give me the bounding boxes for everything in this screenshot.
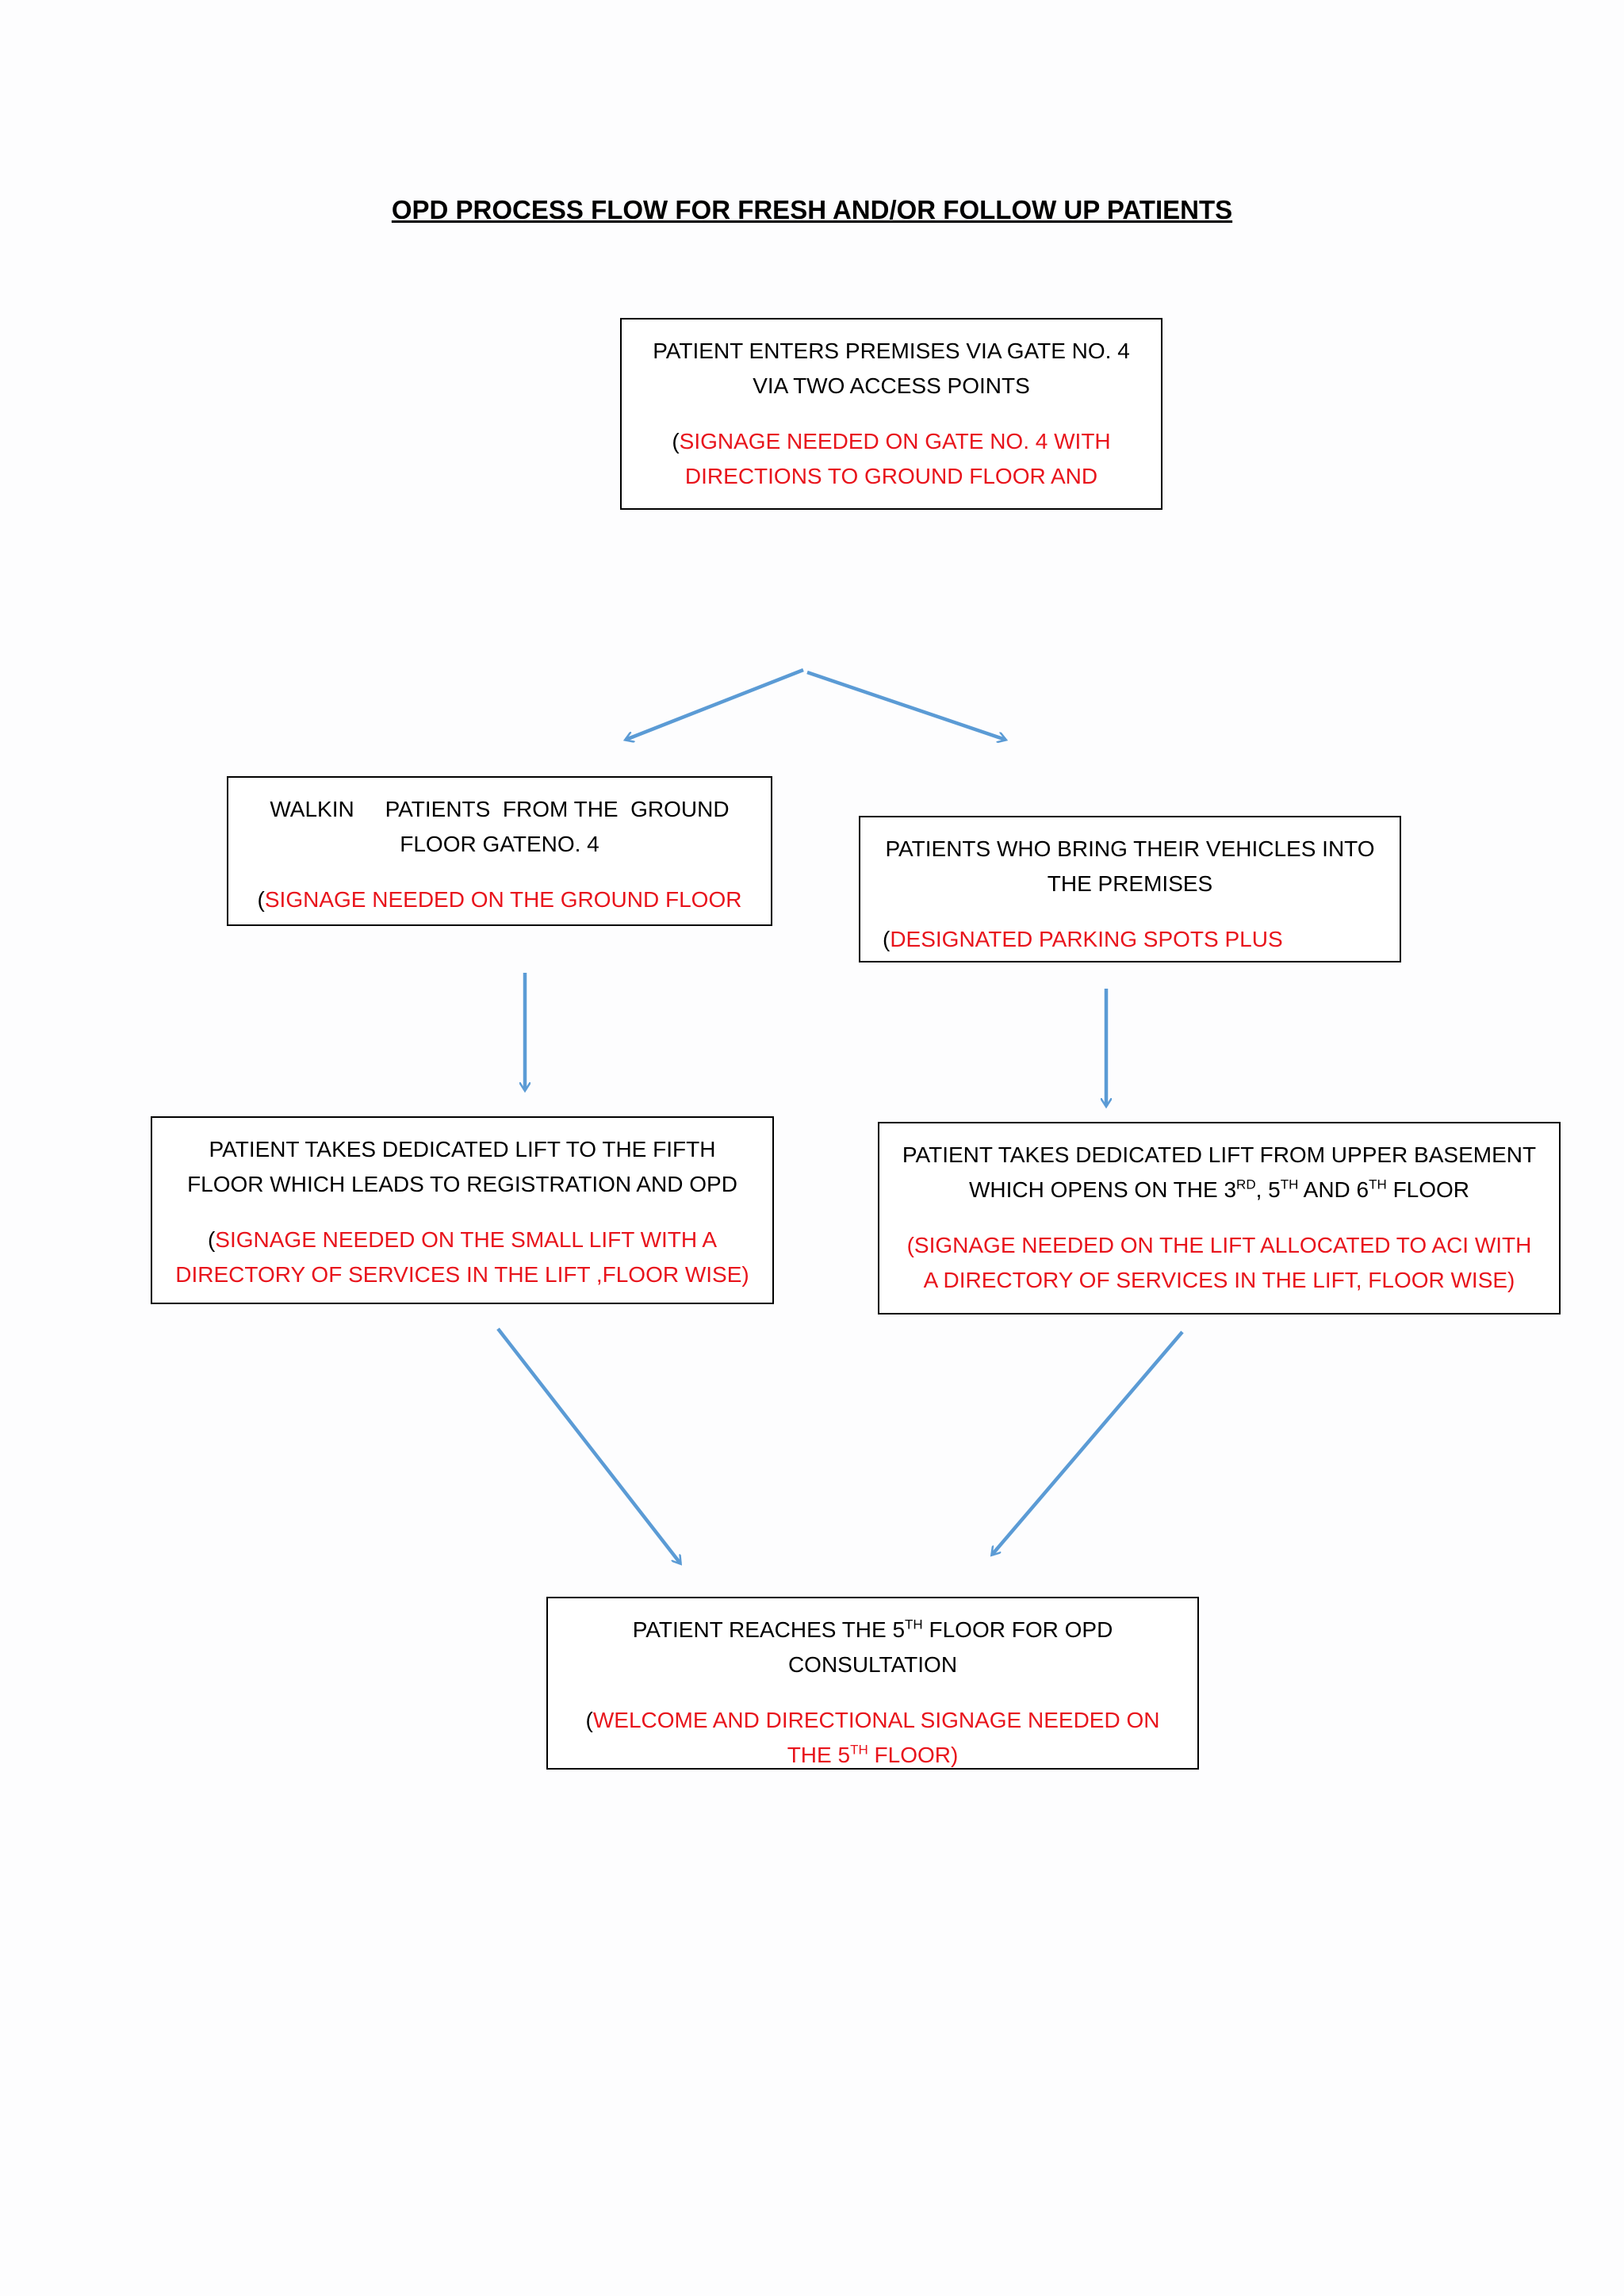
text-part: FLOOR FOR OPD: [922, 1617, 1113, 1642]
signage-note: SIGNAGE NEEDED ON GATE NO. 4 WITH: [679, 429, 1111, 453]
arrow-to-vehicles: [806, 670, 1005, 740]
box-text: PATIENT REACHES THE 5TH FLOOR FOR OPD: [548, 1613, 1197, 1647]
page-title: OPD PROCESS FLOW FOR FRESH AND/OR FOLLOW…: [391, 195, 1233, 224]
box-text: PATIENTS WHO BRING THEIR VEHICLES INTO: [885, 836, 1375, 861]
box-lift-basement: PATIENT TAKES DEDICATED LIFT FROM UPPER …: [878, 1122, 1561, 1314]
signage-note: DESIGNATED PARKING SPOTS PLUS: [890, 927, 1283, 951]
box-text: PATIENT TAKES DEDICATED LIFT TO THE FIFT…: [209, 1137, 716, 1161]
arrow-lift-basement-to-opd: [992, 1330, 1184, 1555]
box-text: WHICH OPENS ON THE 3RD, 5TH AND 6TH FLOO…: [879, 1173, 1559, 1207]
note-paren: (: [207, 1227, 216, 1252]
note-paren: (: [883, 927, 891, 951]
arrow-lift-fifth-to-opd: [496, 1327, 680, 1563]
box-text: VIA TWO ACCESS POINTS: [753, 373, 1030, 398]
text-part: AND 6: [1298, 1177, 1369, 1202]
arrow-to-walkin: [626, 668, 804, 740]
box-text: PATIENT TAKES DEDICATED LIFT FROM UPPER …: [902, 1142, 1537, 1167]
superscript: TH: [1369, 1177, 1387, 1192]
text-part: WHICH OPENS ON THE 3: [968, 1177, 1237, 1202]
text-part: PATIENT REACHES THE 5: [632, 1617, 906, 1642]
note-paren: (: [585, 1708, 593, 1732]
signage-note: (SIGNAGE NEEDED ON THE LIFT ALLOCATED TO…: [906, 1233, 1532, 1257]
box-reaches-opd: PATIENT REACHES THE 5TH FLOOR FOR OPD CO…: [546, 1597, 1199, 1770]
box-text: WALKIN PATIENTS FROM THE GROUND: [270, 797, 730, 821]
signage-note: A DIRECTORY OF SERVICES IN THE LIFT, FLO…: [923, 1268, 1515, 1292]
signage-note: SIGNAGE NEEDED ON THE GROUND FLOOR: [264, 887, 742, 912]
text-part: , 5: [1255, 1177, 1281, 1202]
superscript: TH: [850, 1742, 868, 1758]
signage-note: DIRECTIONS TO GROUND FLOOR AND: [684, 464, 1098, 488]
text-part: THE 5: [787, 1743, 851, 1767]
box-walkin: WALKIN PATIENTS FROM THE GROUND FLOOR GA…: [227, 776, 772, 926]
box-entry: PATIENT ENTERS PREMISES VIA GATE NO. 4 V…: [620, 318, 1162, 510]
signage-note: SIGNAGE NEEDED ON THE SMALL LIFT WITH A: [215, 1227, 718, 1252]
text-part: FLOOR: [1386, 1177, 1470, 1202]
superscript: TH: [1280, 1177, 1299, 1192]
text-part: FLOOR): [868, 1743, 959, 1767]
box-text: PATIENT ENTERS PREMISES VIA GATE NO. 4: [653, 339, 1130, 363]
superscript: TH: [905, 1617, 923, 1632]
signage-note: THE 5TH FLOOR): [548, 1738, 1197, 1768]
signage-note: DIRECTORY OF SERVICES IN THE LIFT ,FLOOR…: [175, 1262, 749, 1287]
note-paren: (: [257, 887, 265, 912]
box-vehicles: PATIENTS WHO BRING THEIR VEHICLES INTO T…: [859, 816, 1401, 962]
box-text: FLOOR WHICH LEADS TO REGISTRATION AND OP…: [187, 1172, 737, 1196]
box-text: FLOOR GATENO. 4: [400, 832, 599, 856]
signage-note: WELCOME AND DIRECTIONAL SIGNAGE NEEDED O…: [592, 1708, 1160, 1732]
box-lift-fifth: PATIENT TAKES DEDICATED LIFT TO THE FIFT…: [151, 1116, 774, 1304]
box-text: THE PREMISES: [1047, 871, 1213, 896]
note-paren: (: [672, 429, 680, 453]
superscript: RD: [1236, 1177, 1256, 1192]
box-text: CONSULTATION: [787, 1652, 958, 1677]
